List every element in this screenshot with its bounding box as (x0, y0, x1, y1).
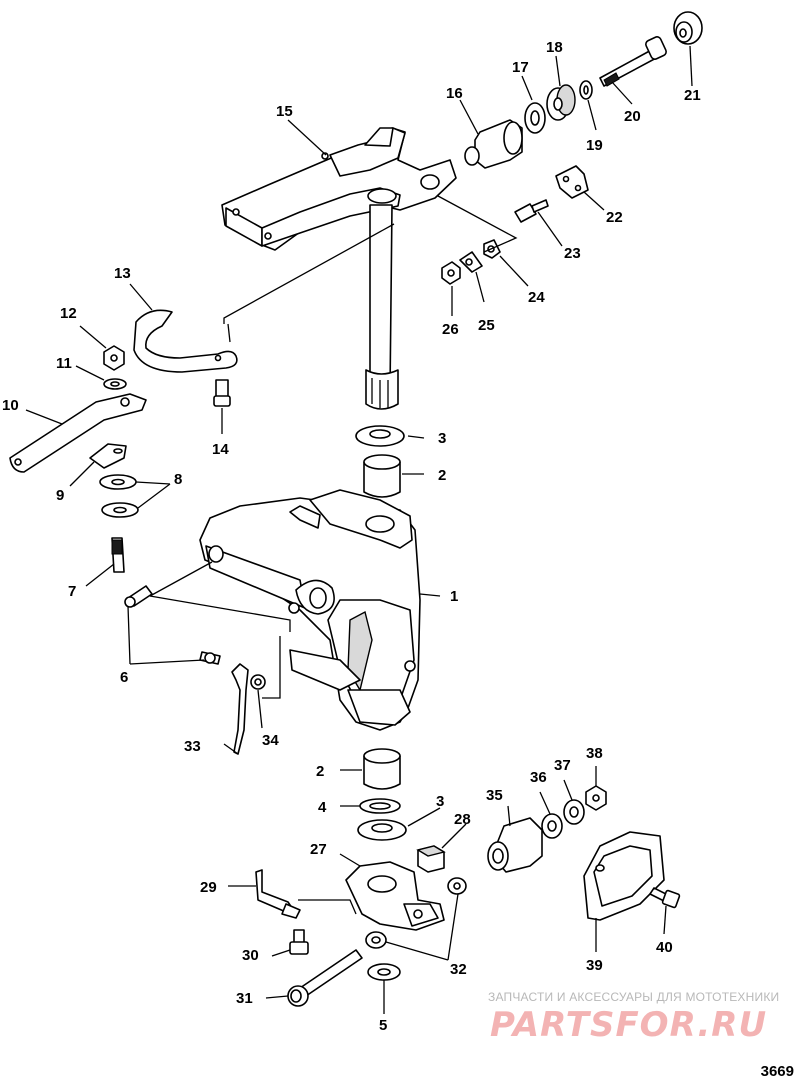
callout-labels: 1 2 3 2 4 3 5 6 7 8 9 10 11 12 13 14 15 … (2, 39, 701, 1034)
callout-18: 18 (546, 39, 563, 56)
part-20-bolt (599, 36, 667, 87)
part-30-screw (289, 929, 309, 955)
callout-16: 16 (446, 85, 463, 102)
callout-21: 21 (684, 87, 701, 104)
callout-6: 6 (120, 669, 128, 686)
part-18-nut (546, 84, 576, 121)
callout-8: 8 (174, 471, 182, 488)
part-14-screw (213, 379, 231, 407)
part-38-nut (585, 785, 607, 811)
part-21-cap-nut (673, 11, 703, 45)
part-40-screw (649, 887, 681, 909)
part-3-washer-lower (357, 819, 407, 841)
part-9-plate (89, 443, 127, 469)
part-36-washer (541, 813, 563, 839)
callout-27: 27 (310, 841, 327, 858)
callout-36: 36 (530, 769, 547, 786)
part-32-washer-upper (447, 877, 467, 895)
figure-number: 3669 (760, 1063, 794, 1080)
callout-24: 24 (528, 289, 545, 306)
part-32-washer-lower (365, 931, 387, 949)
callout-34: 34 (262, 732, 279, 749)
callout-11: 11 (56, 355, 72, 372)
part-23-screw (514, 199, 549, 223)
callout-7: 7 (68, 583, 76, 600)
part-1-swivel-bracket (199, 489, 421, 731)
callout-23: 23 (564, 245, 581, 262)
part-10-tiller-arm (9, 393, 147, 473)
callout-37: 37 (554, 757, 571, 774)
callout-30: 30 (242, 947, 259, 964)
part-28-block (416, 845, 446, 873)
callout-4: 4 (318, 799, 327, 816)
part-7-stud (111, 537, 125, 573)
part-31-long-bolt (287, 949, 363, 1007)
part-5-spring-washer (367, 963, 401, 981)
callout-5: 5 (379, 1017, 387, 1034)
part-39-cover (583, 831, 665, 921)
steering-shaft (365, 204, 399, 410)
callout-2-lower: 2 (316, 763, 324, 780)
callout-39: 39 (586, 957, 603, 974)
callout-2-upper: 2 (438, 467, 446, 484)
part-8-washer-upper (99, 474, 137, 490)
part-33-lever (231, 663, 249, 755)
part-15-steering-arm (221, 127, 457, 251)
callout-3-upper: 3 (438, 430, 446, 447)
callout-35: 35 (486, 787, 503, 804)
part-2-bushing-upper (363, 454, 401, 498)
part-27-lower-bracket (345, 861, 445, 931)
callout-38: 38 (586, 745, 603, 762)
part-22-plate (555, 165, 589, 199)
part-37-washer (563, 799, 585, 825)
callout-22: 22 (606, 209, 623, 226)
callout-32: 32 (450, 961, 467, 978)
callout-14: 14 (212, 441, 229, 458)
callout-3-lower: 3 (436, 793, 444, 810)
part-6-grease-fitting-lower (199, 651, 221, 665)
part-13-bracket (133, 309, 238, 373)
callout-31: 31 (236, 990, 253, 1007)
callout-15: 15 (276, 103, 293, 120)
part-34-washer (250, 674, 266, 690)
part-19-washer (579, 80, 593, 100)
part-12-nut (103, 345, 125, 371)
watermark-logo: PARTSFOR.RU (490, 1005, 768, 1045)
callout-40: 40 (656, 939, 673, 956)
part-11-washer (103, 378, 127, 390)
part-35-mount (487, 817, 543, 873)
part-2-bushing-lower (363, 748, 401, 790)
callout-12: 12 (60, 305, 77, 322)
callout-28: 28 (454, 811, 471, 828)
part-29-link (255, 869, 301, 919)
part-6-grease-fitting-upper (124, 585, 153, 608)
watermark-caption: ЗАПЧАСТИ И АКСЕССУАРЫ ДЛЯ МОТОТЕХНИКИ (488, 990, 780, 1004)
callout-29: 29 (200, 879, 217, 896)
callout-17: 17 (512, 59, 529, 76)
callout-33: 33 (184, 738, 201, 755)
part-3-washer-upper (355, 425, 405, 447)
part-26-nut (441, 261, 461, 285)
part-4-washer (359, 798, 401, 814)
callout-1: 1 (450, 588, 458, 605)
callout-9: 9 (56, 487, 64, 504)
part-17-washer (524, 102, 546, 134)
callout-20: 20 (624, 108, 641, 125)
leader-lines (25, 45, 693, 1014)
callout-25: 25 (478, 317, 495, 334)
callout-19: 19 (586, 137, 603, 154)
part-8-washer-lower (101, 502, 139, 518)
callout-26: 26 (442, 321, 459, 338)
callout-13: 13 (114, 265, 131, 282)
callout-10: 10 (2, 397, 19, 414)
part-25-lock-tab (459, 251, 483, 273)
part-16-mount (464, 119, 523, 169)
